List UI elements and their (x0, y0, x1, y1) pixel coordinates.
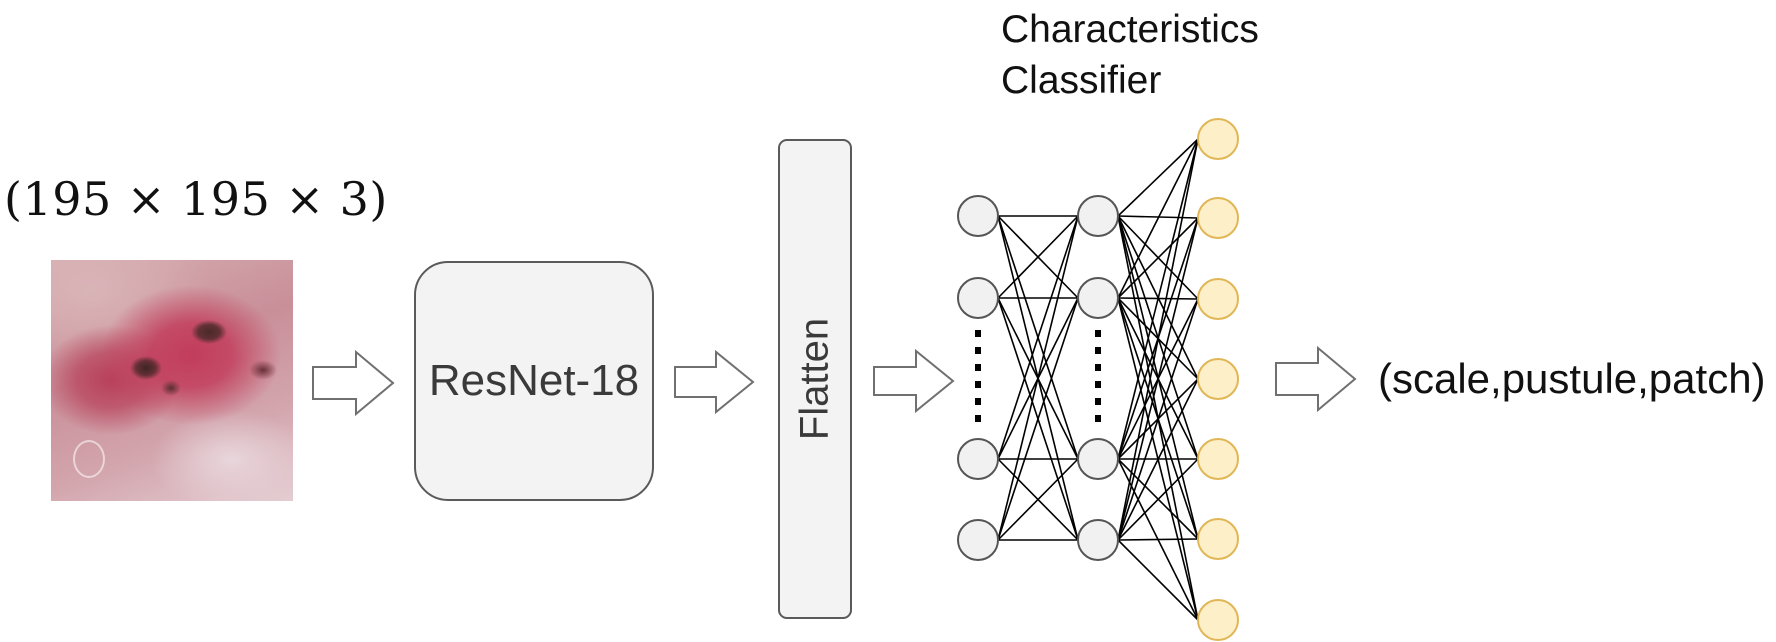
ellipsis-dot-layer-2 (1095, 347, 1101, 354)
classifier-title-line2: Classifier (1001, 59, 1162, 102)
edge-hidden1-hidden2 (997, 458, 1079, 541)
hidden2-node-1 (1077, 195, 1119, 237)
output-node-2 (1197, 197, 1239, 239)
ellipsis-dot-layer-2 (1095, 330, 1101, 337)
watermark-logo (73, 440, 105, 478)
edge-hidden1-hidden2 (997, 297, 1079, 541)
ellipsis-dot-layer-2 (1095, 364, 1101, 371)
network-nodes (957, 118, 1239, 641)
edge-hidden2-output (1117, 138, 1199, 541)
output-node-3 (1197, 278, 1239, 320)
edge-hidden2-output (1117, 138, 1199, 460)
edge-hidden2-output (1117, 539, 1199, 621)
flatten-block: Flatten (778, 139, 852, 619)
ellipsis-dot-layer-1 (975, 381, 981, 388)
arrow-classifier-to-output (1275, 345, 1357, 413)
edge-hidden2-output (1117, 217, 1199, 541)
resnet-label: ResNet-18 (428, 356, 640, 405)
classifier-title: Characteristics Classifier (1001, 4, 1259, 106)
output-node-7 (1197, 599, 1239, 641)
arrow-input-to-resnet (312, 349, 395, 417)
ellipsis-dot-layer-1 (975, 415, 981, 422)
hidden1-node-2 (957, 277, 999, 319)
edge-hidden2-output (1117, 138, 1199, 299)
hidden1-node-4 (957, 519, 999, 561)
input-dimensions-label: (195 × 195 × 3) (4, 172, 388, 226)
output-node-4 (1197, 358, 1239, 400)
hidden2-node-4 (1077, 519, 1119, 561)
edge-hidden2-output (1117, 298, 1199, 541)
ellipsis-dot-layer-1 (975, 330, 981, 337)
arrow-resnet-to-flatten (674, 349, 755, 415)
hidden1-node-1 (957, 195, 999, 237)
hidden1-node-3 (957, 438, 999, 480)
edge-hidden2-output (1117, 138, 1199, 217)
edge-hidden1-hidden2 (997, 215, 1079, 541)
resnet-block: ResNet-18 (414, 261, 654, 501)
arrow-flatten-to-classifier (873, 348, 955, 414)
edge-hidden2-output (1117, 538, 1199, 541)
ellipsis-dots (975, 330, 1101, 422)
network-edges (997, 138, 1199, 621)
edge-hidden1-hidden2 (997, 215, 1079, 299)
ellipsis-dot-layer-1 (975, 364, 981, 371)
output-label: (scale,pustule,patch) (1378, 355, 1766, 402)
output-node-5 (1197, 438, 1239, 480)
output-node-6 (1197, 518, 1239, 560)
ellipsis-dot-layer-1 (975, 347, 981, 354)
edge-hidden2-output (1117, 217, 1199, 299)
input-skin-image (51, 260, 293, 501)
edge-hidden2-output (1117, 378, 1199, 541)
ellipsis-dot-layer-2 (1095, 415, 1101, 422)
ellipsis-dot-layer-2 (1095, 381, 1101, 388)
ellipsis-dot-layer-2 (1095, 398, 1101, 405)
output-node-1 (1197, 118, 1239, 160)
classifier-title-line1: Characteristics (1001, 8, 1259, 51)
ellipsis-dot-layer-1 (975, 398, 981, 405)
edge-hidden1-hidden2 (997, 215, 1079, 460)
hidden2-node-2 (1077, 277, 1119, 319)
hidden2-node-3 (1077, 438, 1119, 480)
edge-hidden2-output (1117, 458, 1199, 541)
